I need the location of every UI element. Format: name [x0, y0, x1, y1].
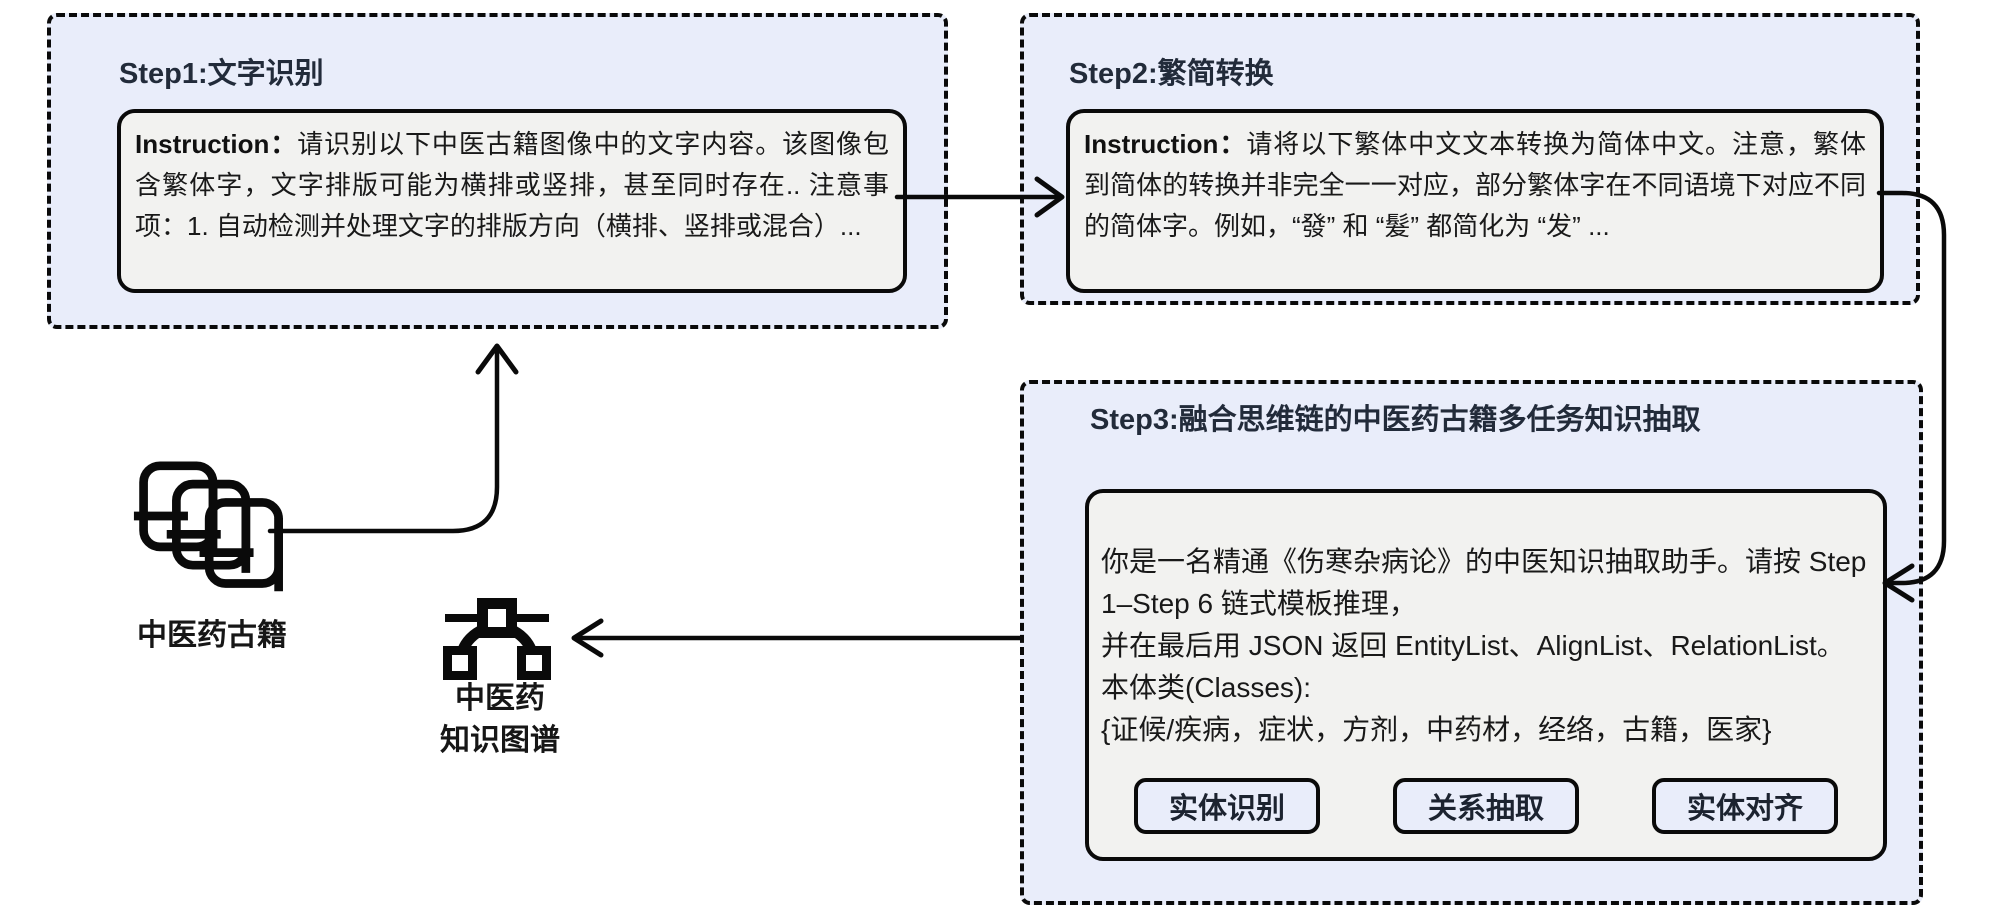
step1-panel: Step1:文字识别 Instruction：请识别以下中医古籍图像中的文字内容…: [47, 13, 948, 329]
instruction-label: Instruction：: [135, 129, 298, 159]
knowledge-graph-label-line2: 知识图谱: [440, 724, 560, 757]
step2-instruction-text: Instruction：请将以下繁体中文文本转换为简体中文。注意，繁体到简体的转…: [1070, 113, 1880, 258]
instruction-body: 请将以下繁体中文文本转换为简体中文。注意，繁体到简体的转换并非完全一一对应，部分…: [1084, 129, 1866, 241]
step1-instruction-card: Instruction：请识别以下中医古籍图像中的文字内容。该图像包含繁体字，文…: [117, 109, 907, 293]
task-button-row: 实体识别 关系抽取 实体对齐: [1089, 778, 1883, 834]
knowledge-graph-icon: [443, 598, 551, 680]
entity-recognition-button[interactable]: 实体识别: [1134, 778, 1320, 834]
arrowhead-left: [571, 618, 604, 658]
prompt-line: {证候/疾病，症状，方剂，中药材，经络，古籍，医家}: [1101, 714, 1772, 745]
arrowhead-up: [475, 343, 519, 375]
instruction-label: Instruction：: [1084, 129, 1247, 159]
step2-instruction-card: Instruction：请将以下繁体中文文本转换为简体中文。注意，繁体到简体的转…: [1066, 109, 1884, 293]
prompt-line: 1–Step 6 链式模板推理，: [1101, 588, 1417, 619]
step3-panel: Step3:融合思维链的中医药古籍多任务知识抽取 你是一名精通《伤寒杂病论》的中…: [1020, 380, 1923, 905]
step3-prompt-card: 你是一名精通《伤寒杂病论》的中医知识抽取助手。请按 Step 1–Step 6 …: [1085, 489, 1887, 861]
knowledge-graph-label-line1: 中医药: [455, 682, 545, 715]
entity-alignment-button[interactable]: 实体对齐: [1652, 778, 1838, 834]
step3-prompt: 你是一名精通《伤寒杂病论》的中医知识抽取助手。请按 Step 1–Step 6 …: [1089, 493, 1883, 751]
step2-title: Step2:繁简转换: [1069, 58, 1274, 90]
prompt-line: 本体类(Classes):: [1101, 672, 1312, 703]
step1-title: Step1:文字识别: [119, 58, 324, 90]
knowledge-graph-label: 中医药 知识图谱: [428, 678, 572, 762]
step3-title: Step3:融合思维链的中医药古籍多任务知识抽取: [1090, 404, 1701, 436]
step1-instruction-text: Instruction：请识别以下中医古籍图像中的文字内容。该图像包含繁体字，文…: [121, 113, 903, 258]
ancient-books-label: 中医药古籍: [137, 619, 287, 652]
step2-panel: Step2:繁简转换 Instruction：请将以下繁体中文文本转换为简体中文…: [1020, 13, 1920, 305]
arrow-books-to-step1: [267, 349, 500, 534]
instruction-body: 请识别以下中医古籍图像中的文字内容。该图像包含繁体字，文字排版可能为横排或竖排，…: [135, 129, 889, 241]
prompt-line: 并在最后用 JSON 返回 EntityList、AlignList、Relat…: [1101, 630, 1845, 661]
prompt-line: 你是一名精通《伤寒杂病论》的中医知识抽取助手。请按 Step: [1101, 546, 1867, 577]
relation-extraction-button[interactable]: 关系抽取: [1393, 778, 1579, 834]
ancient-books-icon: [133, 461, 283, 592]
